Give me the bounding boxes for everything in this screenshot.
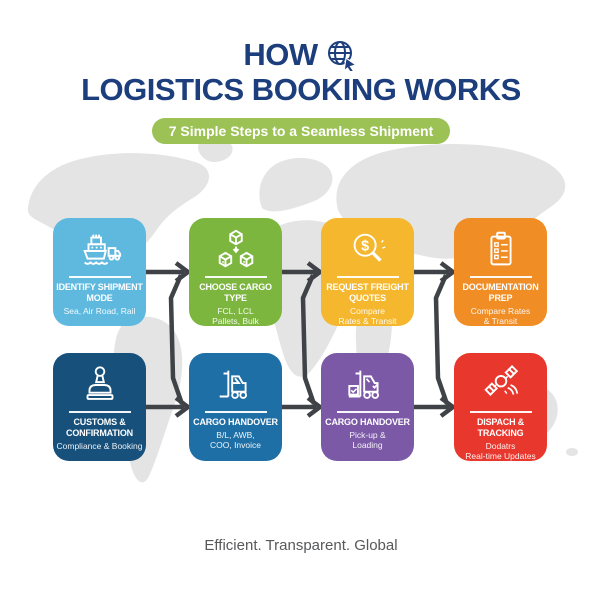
page-title: HOW <box>0 38 602 72</box>
footer-tagline: Efficient. Transparent. Global <box>204 537 398 554</box>
step-subtitle: Compare Rates & Transit <box>338 305 397 326</box>
step-card-request-freight-quotes: $ REQUEST FREIGHT QUOTES Compare Rates &… <box>321 218 414 326</box>
satellite-icon <box>477 360 525 409</box>
step-subtitle: Dodatrs Real-time Updates <box>465 440 536 461</box>
step-title: CUSTOMS & CONFIRMATION <box>66 416 133 438</box>
forklift-check-icon <box>344 360 392 409</box>
customs-stamp-icon <box>76 360 124 409</box>
step-subtitle: B/L, AWB, COO, Invoice <box>209 429 262 450</box>
step-title: CHOOSE CARGO TYPE <box>199 281 272 303</box>
ship-truck-icon <box>76 225 124 274</box>
step-subtitle: Compare Rates & Transit <box>470 305 531 326</box>
step-subtitle: FCL, LCL Pallets, Bulk <box>212 305 259 326</box>
step-card-documentation-prep: DOCUMENTATION PREP Compare Rates & Trans… <box>454 218 547 326</box>
step-title: DISPACH & TRACKING <box>476 416 525 438</box>
divider <box>68 411 131 413</box>
header: HOW LOGISTICS BOOKING WORKS 7 Simple Ste… <box>0 38 602 144</box>
forklift-icon <box>212 360 260 409</box>
step-title: DOCUMENTATION PREP <box>462 281 539 303</box>
step-card-cargo-handover-docs: CARGO HANDOVER B/L, AWB, COO, Invoice <box>189 353 282 461</box>
step-subtitle: Sea, Air Road, Rail <box>63 305 136 316</box>
globe-cursor-icon <box>327 41 358 71</box>
svg-text:$: $ <box>361 238 369 254</box>
cargo-boxes-icon <box>212 225 260 274</box>
divider <box>469 276 532 278</box>
step-subtitle: Compliance & Booking <box>56 440 143 451</box>
divider <box>336 276 399 278</box>
divider <box>336 411 399 413</box>
step-card-cargo-handover-loading: CARGO HANDOVER Pick-up & Loading <box>321 353 414 461</box>
freight-quote-magnifier-icon: $ <box>344 225 392 274</box>
step-title: CARGO HANDOVER <box>325 416 410 427</box>
step-card-identify-shipment-mode: IDENTIFY SHIPMENT MODE Sea, Air Road, Ra… <box>53 218 146 326</box>
tagline-pill: 7 Simple Steps to a Seamless Shipment <box>151 118 451 144</box>
divider <box>469 411 532 413</box>
step-card-dispatch-tracking: DISPACH & TRACKING Dodatrs Real-time Upd… <box>454 353 547 461</box>
divider <box>68 276 131 278</box>
step-card-customs-confirmation: CUSTOMS & CONFIRMATION Compliance & Book… <box>53 353 146 461</box>
documentation-clipboard-icon <box>477 225 525 274</box>
step-subtitle: Pick-up & Loading <box>349 429 386 450</box>
divider <box>204 276 267 278</box>
divider <box>204 411 267 413</box>
page-title-line2: LOGISTICS BOOKING WORKS <box>81 72 521 107</box>
step-title: IDENTIFY SHIPMENT MODE <box>56 281 143 303</box>
step-title: CARGO HANDOVER <box>193 416 278 427</box>
title-word-how: HOW <box>243 37 318 72</box>
step-card-choose-cargo-type: CHOOSE CARGO TYPE FCL, LCL Pallets, Bulk <box>189 218 282 326</box>
step-title: REQUEST FREIGHT QUOTES <box>326 281 409 303</box>
